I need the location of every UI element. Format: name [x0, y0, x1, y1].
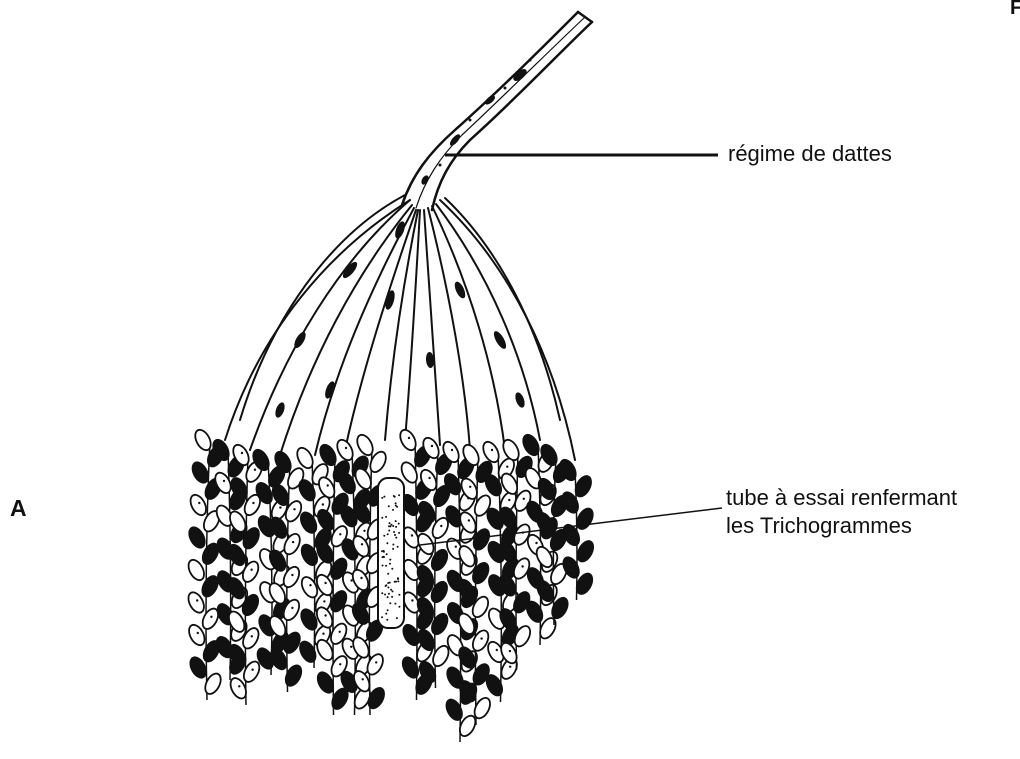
- test-tube: [378, 478, 404, 628]
- label-tube-line-2: les Trichogrammes: [726, 512, 957, 540]
- label-tube-a-essai: tube à essai renfermant les Trichogramme…: [726, 484, 957, 540]
- strands: [225, 195, 575, 460]
- panel-letter: A: [10, 494, 27, 522]
- corner-letter: F: [1010, 0, 1020, 22]
- stalk: [402, 12, 592, 210]
- label-regime-de-dattes: régime de dattes: [728, 140, 892, 168]
- label-tube-line-1: tube à essai renfermant: [726, 484, 957, 512]
